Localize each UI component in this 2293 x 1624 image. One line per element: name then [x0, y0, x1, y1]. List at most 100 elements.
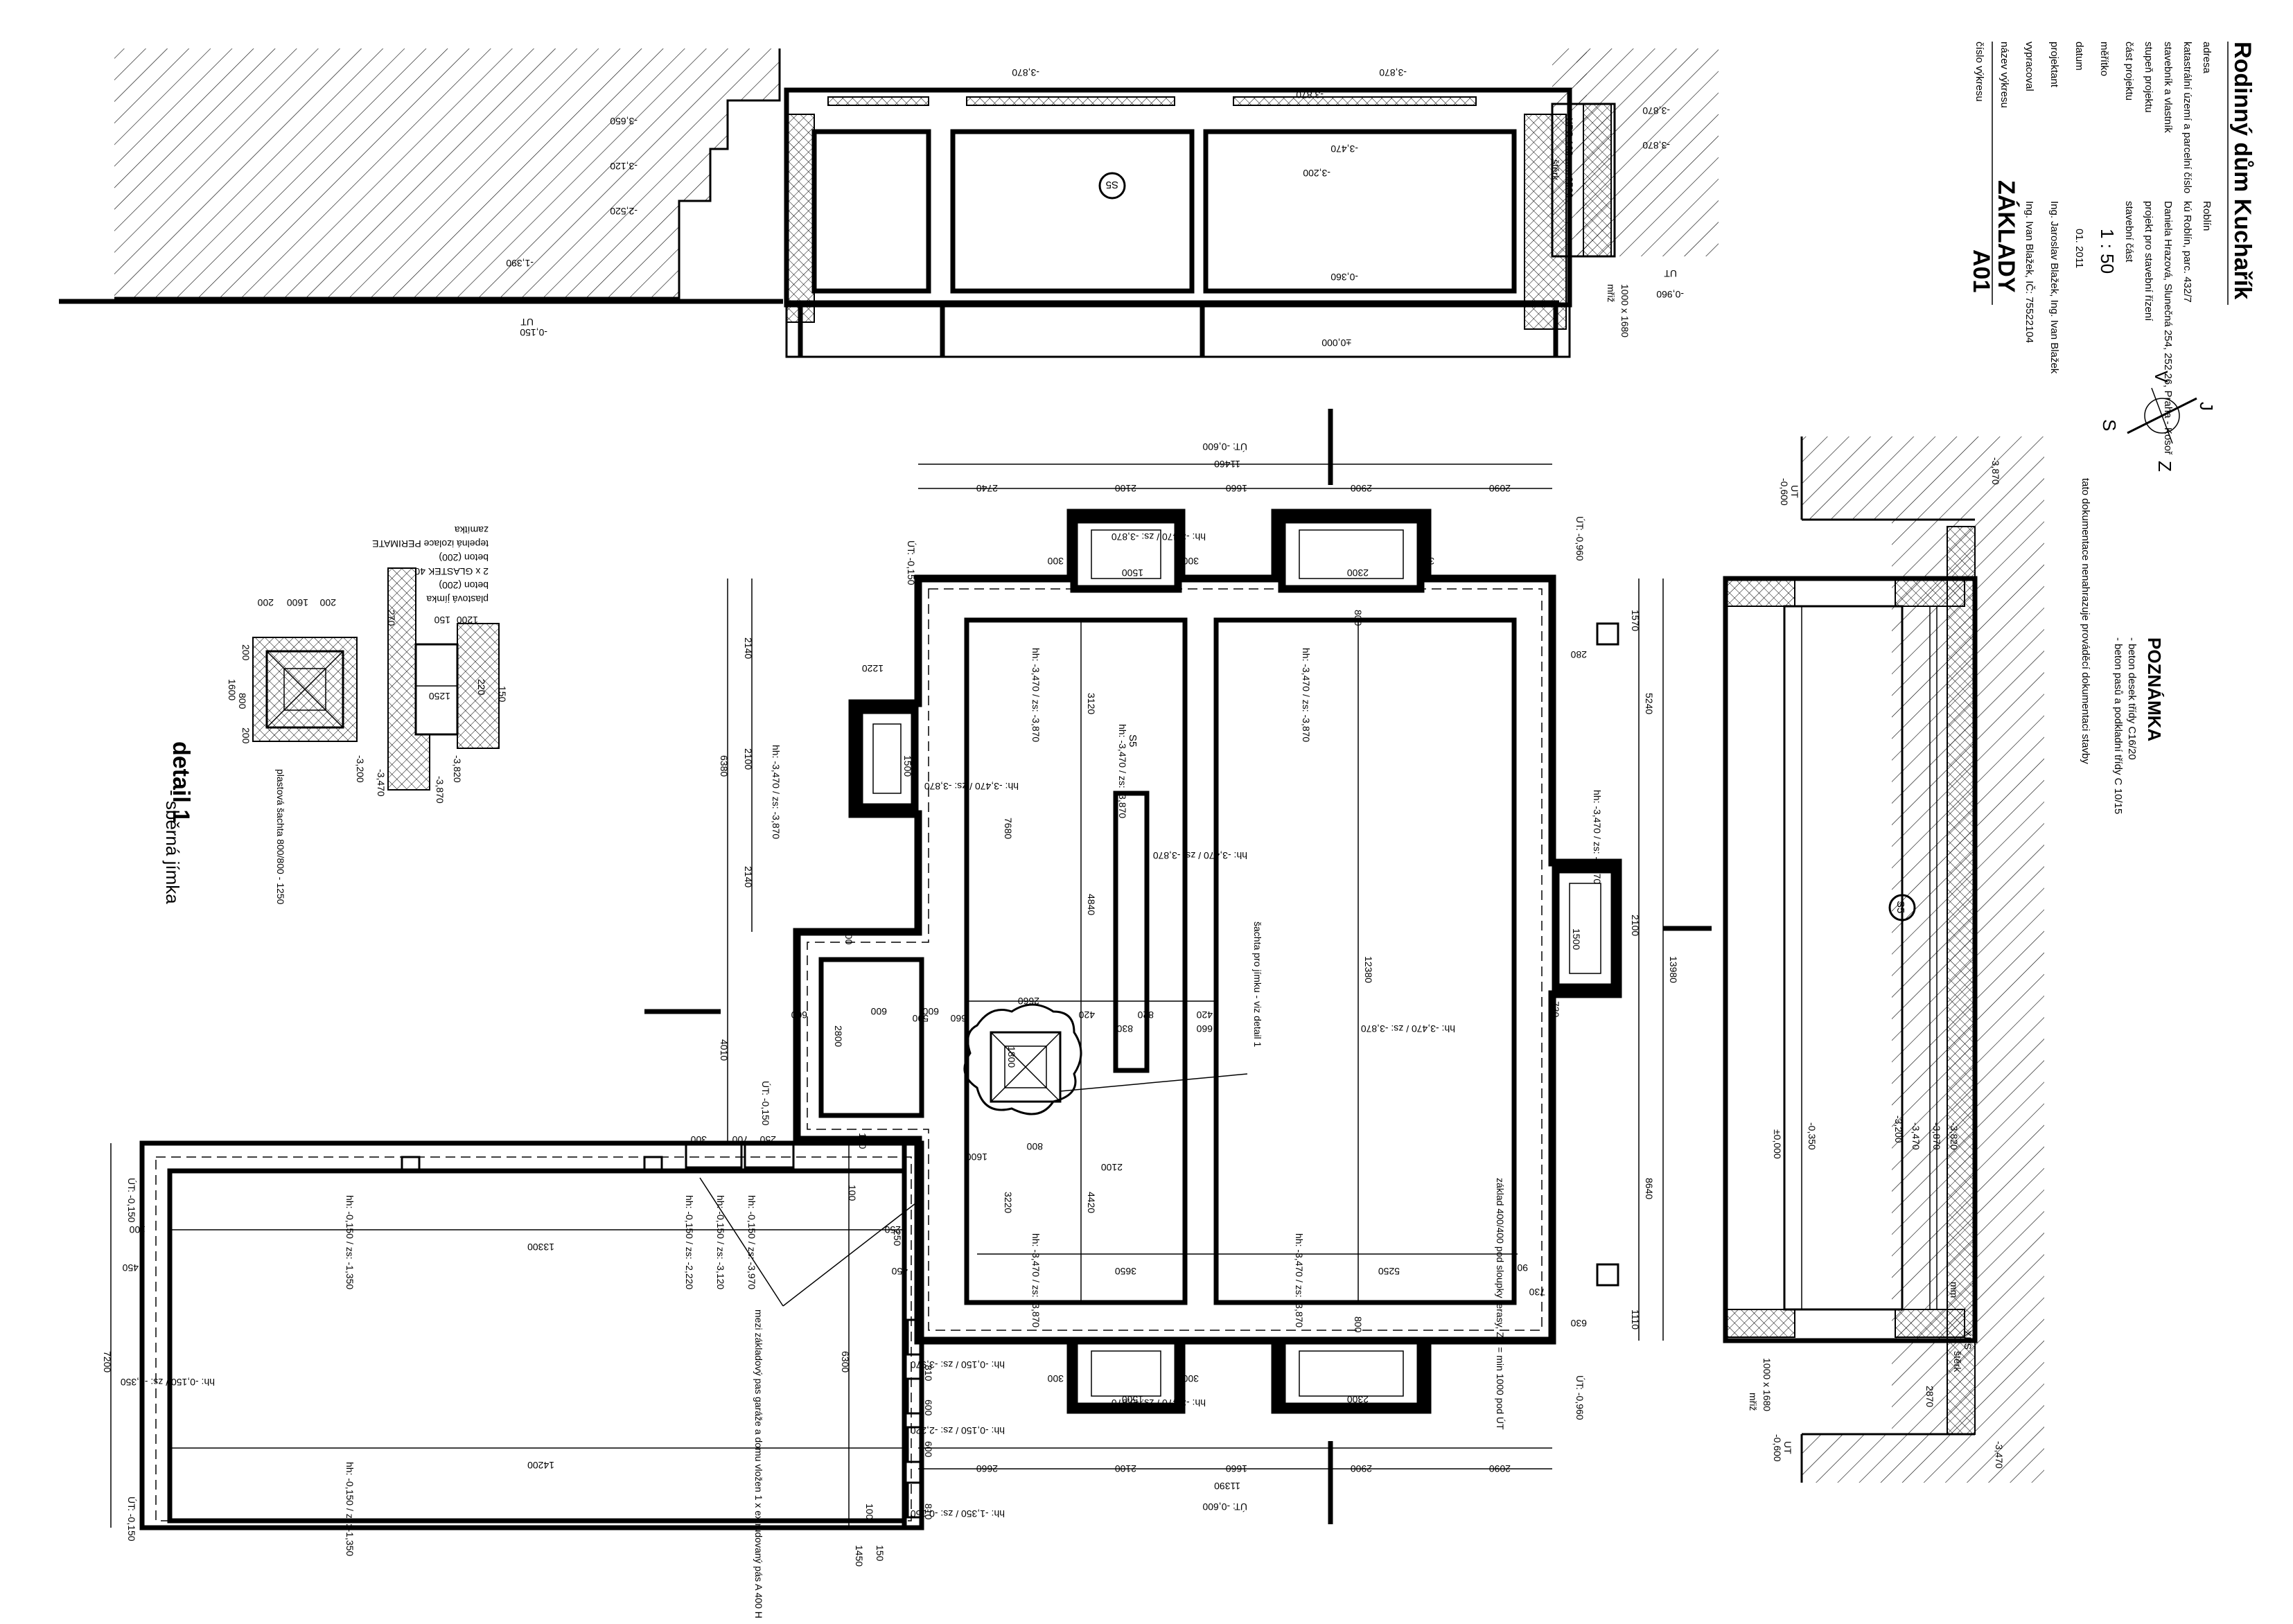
section-top-label: S5	[1106, 179, 1118, 191]
svg-text:mezi základový pas garáže a do: mezi základový pas garáže a domu vložen …	[753, 1309, 764, 1618]
svg-text:hh: -0,150 / zs: -3,970: hh: -0,150 / zs: -3,970	[746, 1195, 757, 1289]
svg-text:UT: UT	[1664, 268, 1677, 279]
svg-text:2100: 2100	[1115, 1463, 1136, 1474]
svg-text:projekt pro stavební řízení: projekt pro stavební řízení	[2143, 201, 2154, 321]
section-top-texts: UT UT XPS 100 mm štěrk 2520 1000 x 1680 …	[520, 118, 1677, 337]
svg-text:adresa: adresa	[2201, 42, 2213, 74]
svg-text:300: 300	[1047, 556, 1064, 567]
svg-text:V: V	[2151, 371, 2172, 383]
svg-text:1500: 1500	[1122, 567, 1143, 579]
svg-text:280: 280	[1570, 649, 1587, 660]
svg-text:150: 150	[434, 615, 450, 626]
svg-text:ÚT: -0,150: ÚT: -0,150	[760, 1081, 771, 1126]
svg-text:-3,820: -3,820	[1949, 1122, 1960, 1150]
svg-text:12380: 12380	[1363, 956, 1374, 983]
svg-text:- beton desek třídy C16/20: - beton desek třídy C16/20	[2126, 637, 2138, 760]
svg-text:číslo výkresu: číslo výkresu	[1974, 42, 1985, 102]
plan-inner-dims: 3120 7680 4840 12380 3220 4420 3650 5250…	[122, 556, 1587, 1566]
svg-text:2300: 2300	[1347, 1394, 1369, 1405]
svg-text:hh: -3,470 / zs: -3,870: hh: -3,470 / zs: -3,870	[1294, 1233, 1305, 1327]
svg-text:kú Roblín, parc. 432/7: kú Roblín, parc. 432/7	[2181, 201, 2193, 303]
detail-dims: 200 1600 200 1200 270 150 1250 220 150 2…	[227, 597, 508, 744]
svg-text:-3,650: -3,650	[610, 116, 638, 127]
svg-text:hh: -3,470 / zs: -3,870: hh: -3,470 / zs: -3,870	[1301, 648, 1312, 742]
svg-text:800: 800	[1353, 1316, 1364, 1333]
svg-text:-3,470: -3,470	[1994, 1441, 2005, 1469]
svg-text:250: 250	[759, 1134, 776, 1145]
svg-text:název výkresu: název výkresu	[1998, 42, 2010, 108]
svg-text:XPS 100 mm: XPS 100 mm	[1564, 118, 1575, 175]
svg-text:hh: -3,470 / zs: -3,870: hh: -3,470 / zs: -3,870	[924, 781, 1019, 792]
svg-text:1570: 1570	[1630, 610, 1641, 631]
svg-text:14200: 14200	[527, 1460, 554, 1471]
svg-text:7680: 7680	[1003, 818, 1014, 839]
svg-text:300: 300	[690, 1134, 707, 1145]
svg-text:projektant: projektant	[2048, 42, 2060, 88]
svg-text:1660: 1660	[1226, 1463, 1247, 1474]
svg-text:2100: 2100	[1101, 1162, 1123, 1173]
plan-notes: šachta pro jímku - viz detail 1 základ 4…	[753, 921, 1506, 1618]
svg-text:A01: A01	[1968, 249, 1994, 292]
svg-text:ZÁKLADY: ZÁKLADY	[1993, 180, 2019, 293]
svg-text:hh: -3,470 / zs: -3,870: hh: -3,470 / zs: -3,870	[1030, 648, 1042, 742]
svg-text:730: 730	[1529, 1287, 1545, 1298]
section-top: S5 -3,870 -3,870 -3,870 -3,870 -3,470 -3…	[59, 48, 1719, 358]
svg-text:200: 200	[240, 727, 252, 744]
svg-text:ÚT: -0,150: ÚT: -0,150	[126, 1178, 137, 1223]
svg-text:1800: 1800	[1006, 1046, 1017, 1068]
detail-layers: zamítka tepelná izolace PERIMATE beton (…	[372, 524, 489, 605]
svg-text:800: 800	[1353, 610, 1364, 626]
svg-text:štěrk: štěrk	[1550, 159, 1561, 181]
section-right-label: S5	[1895, 901, 1906, 913]
plan-overall-dims: 11460 11390 13980 6380 4010 8640 5240 72…	[102, 459, 1679, 1492]
svg-text:hh: -0,150 / zs: -2,220: hh: -0,150 / zs: -2,220	[684, 1195, 695, 1289]
svg-text:600: 600	[922, 1006, 939, 1017]
svg-text:3120: 3120	[1086, 693, 1097, 714]
svg-text:630: 630	[1570, 1318, 1587, 1329]
svg-text:2100: 2100	[1115, 483, 1136, 494]
svg-text:S: S	[2099, 419, 2120, 431]
svg-text:450: 450	[891, 1266, 908, 1277]
svg-text:katastrální území a parcelní č: katastrální území a parcelní číslo	[2181, 42, 2193, 193]
svg-text:část projektu: část projektu	[2123, 42, 2135, 100]
svg-text:250: 250	[884, 1224, 901, 1235]
svg-text:1600: 1600	[227, 679, 238, 700]
svg-text:ÚT: -0,960: ÚT: -0,960	[1574, 1375, 1585, 1420]
svg-text:beton (200): beton (200)	[439, 580, 489, 591]
svg-text:-3,200: -3,200	[355, 755, 366, 783]
svg-text:-3,870: -3,870	[1296, 89, 1324, 100]
svg-text:800: 800	[1026, 1141, 1043, 1152]
svg-text:810: 810	[923, 1365, 934, 1382]
svg-text:Z: Z	[2154, 461, 2175, 472]
svg-text:300: 300	[832, 1134, 849, 1145]
svg-text:stavebník a vlastník: stavebník a vlastník	[2162, 42, 2174, 133]
svg-text:hh: -3,470 / zs: -3,870: hh: -3,470 / zs: -3,870	[1117, 724, 1128, 818]
svg-text:1110: 1110	[1630, 1309, 1641, 1330]
svg-text:1000 x 1680: 1000 x 1680	[1762, 1358, 1773, 1411]
svg-text:Daniela Hrazová, Slunečná 254,: Daniela Hrazová, Slunečná 254, 252 26, P…	[2162, 201, 2174, 455]
svg-text:150: 150	[497, 686, 508, 703]
svg-text:11390: 11390	[1214, 1481, 1240, 1492]
svg-text:-2,520: -2,520	[610, 206, 638, 217]
svg-text:hh: -0,150 / zs: -1,350: hh: -0,150 / zs: -1,350	[344, 1462, 355, 1556]
svg-text:3650: 3650	[1115, 1266, 1136, 1277]
svg-text:-0,600: -0,600	[1779, 478, 1790, 506]
project-name: Rodinný dům Kuchařík	[2229, 42, 2256, 299]
svg-text:01. 2011: 01. 2011	[2073, 229, 2085, 268]
svg-text:1 : 50: 1 : 50	[2097, 229, 2118, 274]
svg-text:150: 150	[875, 1545, 886, 1562]
svg-text:90: 90	[1517, 1262, 1528, 1273]
svg-text:-0,360: -0,360	[1330, 272, 1358, 283]
svg-text:100: 100	[864, 1503, 875, 1520]
svg-text:1450: 1450	[854, 1545, 865, 1566]
svg-text:2800: 2800	[833, 1025, 844, 1047]
svg-text:UT: UT	[520, 317, 534, 328]
svg-text:590: 590	[912, 1013, 929, 1024]
svg-text:700: 700	[732, 1134, 748, 1145]
svg-text:7200: 7200	[102, 1351, 113, 1373]
svg-text:hh: -3,470 / zs: -3,870: hh: -3,470 / zs: -3,870	[1153, 850, 1247, 861]
svg-text:-0,350: -0,350	[1807, 1122, 1818, 1150]
plan-top-dims: 2740 2100 1660 2900 2090	[976, 483, 1511, 494]
svg-text:mřiž: mřiž	[1748, 1393, 1759, 1411]
svg-text:220: 220	[476, 679, 487, 696]
